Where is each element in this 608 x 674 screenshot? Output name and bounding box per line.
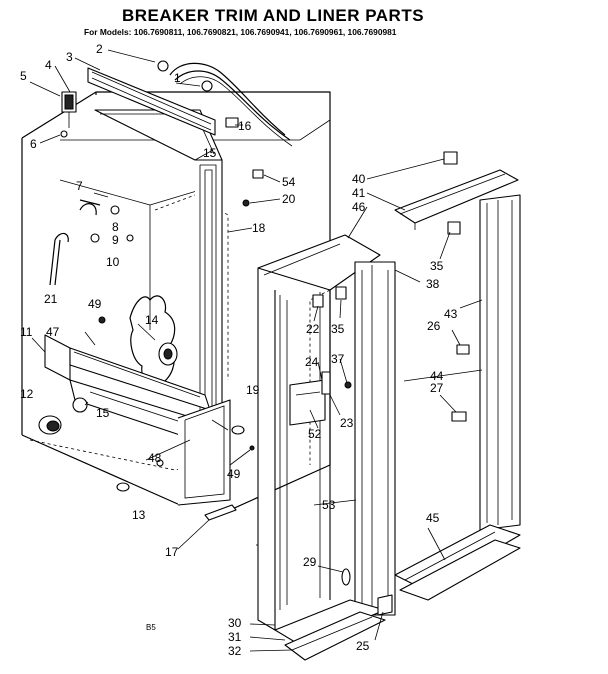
terminal-block bbox=[60, 91, 77, 138]
misc-screws bbox=[231, 169, 264, 451]
callout-21: 21 bbox=[44, 292, 58, 306]
callout-53: 53 bbox=[322, 498, 336, 512]
model-numbers: For Models: 106.7690811, 106.7690821, 10… bbox=[84, 27, 397, 37]
callout-41: 41 bbox=[352, 186, 366, 200]
page-code: B5 bbox=[146, 623, 156, 632]
callout-48: 48 bbox=[148, 451, 162, 465]
callout-31: 31 bbox=[228, 630, 242, 644]
callout-43: 43 bbox=[444, 307, 458, 321]
callout-labels: 1 2 3 4 5 6 7 8 9 10 11 12 13 14 15 15 1… bbox=[20, 42, 458, 658]
callout-35-right: 35 bbox=[430, 259, 444, 273]
callout-5: 5 bbox=[20, 69, 27, 83]
callout-4: 4 bbox=[45, 58, 52, 72]
liner-flange bbox=[87, 67, 223, 421]
callout-2: 2 bbox=[96, 42, 103, 56]
callout-25: 25 bbox=[356, 639, 370, 653]
callout-52: 52 bbox=[308, 427, 322, 441]
callout-40: 40 bbox=[352, 172, 366, 186]
callout-38: 38 bbox=[426, 277, 440, 291]
callout-26: 26 bbox=[427, 319, 441, 333]
part-16-plug bbox=[225, 117, 239, 128]
callout-20: 20 bbox=[282, 192, 296, 206]
callout-18: 18 bbox=[252, 221, 266, 235]
callout-49-upper: 49 bbox=[88, 297, 102, 311]
callout-15-bottom: 15 bbox=[96, 406, 110, 420]
callout-11: 11 bbox=[20, 325, 33, 339]
callout-16: 16 bbox=[238, 119, 252, 133]
callout-10: 10 bbox=[106, 255, 120, 269]
part-2-clip bbox=[157, 60, 169, 72]
callout-8: 8 bbox=[112, 220, 119, 234]
callout-22: 22 bbox=[306, 322, 320, 336]
control-rod bbox=[49, 199, 134, 286]
lower-liner-flange bbox=[177, 399, 231, 506]
cabinet-shell bbox=[21, 91, 331, 511]
callout-17: 17 bbox=[165, 545, 179, 559]
center-breaker-trim bbox=[257, 234, 396, 661]
callout-45: 45 bbox=[426, 511, 440, 525]
callout-30: 30 bbox=[228, 616, 242, 630]
callout-14: 14 bbox=[145, 313, 159, 327]
callout-15-top: 15 bbox=[203, 146, 217, 160]
callout-46: 46 bbox=[352, 200, 366, 214]
callout-23: 23 bbox=[340, 416, 354, 430]
callout-6: 6 bbox=[30, 137, 37, 151]
callout-27: 27 bbox=[430, 381, 444, 395]
callout-24: 24 bbox=[305, 355, 319, 369]
callout-29: 29 bbox=[303, 555, 317, 569]
callout-49-lower: 49 bbox=[227, 467, 241, 481]
callout-35-mid: 35 bbox=[331, 322, 345, 336]
callout-1: 1 bbox=[174, 71, 181, 85]
callout-47: 47 bbox=[46, 325, 60, 339]
callout-37: 37 bbox=[331, 352, 345, 366]
callout-9: 9 bbox=[112, 233, 119, 247]
leader-lines bbox=[29, 49, 483, 652]
diagram-title: BREAKER TRIM AND LINER PARTS bbox=[122, 6, 424, 25]
part-10 bbox=[90, 233, 100, 243]
insulation-cutaway bbox=[129, 295, 178, 386]
callout-54: 54 bbox=[282, 175, 296, 189]
callout-13: 13 bbox=[132, 508, 146, 522]
wiring-harness bbox=[157, 60, 293, 147]
callout-12: 12 bbox=[20, 387, 34, 401]
callout-3: 3 bbox=[66, 50, 73, 64]
right-breaker-trim bbox=[394, 151, 521, 601]
callout-44: 44 bbox=[430, 369, 444, 383]
callout-19: 19 bbox=[246, 383, 260, 397]
callout-32: 32 bbox=[228, 644, 242, 658]
callout-7: 7 bbox=[76, 179, 83, 193]
